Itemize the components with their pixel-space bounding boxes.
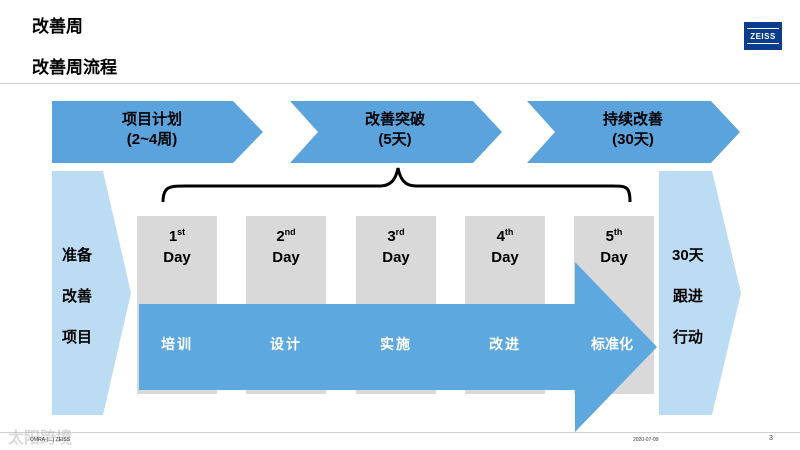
left-panel-text: 准备 改善 项目: [62, 244, 92, 347]
day-word: Day: [163, 249, 191, 266]
right-panel-line: 跟进: [672, 288, 703, 305]
day-word: Day: [382, 249, 410, 266]
day-suffix: th: [504, 227, 514, 237]
phase-arrow-1: [52, 101, 263, 163]
page-number: 3: [769, 435, 773, 442]
right-panel-line: 行动: [672, 329, 703, 346]
main-process-arrow: [139, 262, 657, 432]
day-label-1: 1st Day: [137, 222, 217, 268]
phase-name: 持续改善: [602, 111, 663, 128]
day-suffix: st: [177, 227, 186, 237]
day-label-2: 2nd Day: [246, 222, 326, 268]
footer-date: 2020-07-09: [633, 437, 659, 443]
left-panel-line: 改善: [62, 288, 93, 305]
phase-duration: (5天): [378, 131, 412, 148]
step-label-4: 改进: [489, 336, 521, 352]
step-label-3: 实施: [380, 336, 412, 352]
day-word: Day: [272, 249, 300, 266]
page-title: 改善周: [32, 17, 83, 36]
phase-arrow-2: [290, 101, 502, 163]
phase-duration: (2~4周): [126, 131, 178, 148]
day-number: 1: [168, 228, 178, 245]
day-label-4: 4th Day: [465, 222, 545, 268]
phase-name: 项目计划: [121, 111, 182, 128]
right-panel-line: 30天: [672, 247, 704, 264]
page-subtitle: 改善周流程: [32, 58, 117, 77]
zeiss-logo: ZEISS: [744, 22, 782, 50]
right-panel-text: 30天 跟进 行动: [672, 244, 704, 347]
day-suffix: nd: [284, 227, 296, 237]
step-label-5: 标准化: [591, 336, 633, 352]
step-label-1: 培训: [161, 336, 193, 352]
day-word: Day: [491, 249, 519, 266]
step-label-2: 设计: [270, 336, 302, 352]
day-word: Day: [600, 249, 628, 266]
phase-label-3: 持续改善 (30天): [553, 110, 713, 150]
phase-label-1: 项目计划 (2~4周): [72, 110, 232, 150]
watermark-text: 太阳跨境: [8, 430, 73, 447]
day-label-5: 5th Day: [574, 222, 654, 268]
phase-name: 改善突破: [364, 111, 425, 128]
left-panel-line: 项目: [62, 329, 93, 346]
phase-label-2: 改善突破 (5天): [315, 110, 475, 150]
day-number: 2: [276, 228, 285, 245]
right-side-panel: [659, 171, 741, 415]
day-number: 4: [496, 228, 505, 245]
day-suffix: rd: [395, 227, 405, 237]
day-number: 5: [605, 228, 614, 245]
day-number: 3: [387, 228, 396, 245]
days-brace: [161, 167, 632, 203]
left-panel-line: 准备: [62, 247, 93, 264]
phase-arrow-3: [527, 101, 740, 163]
header-divider: [0, 83, 800, 84]
day-label-3: 3rd Day: [356, 222, 436, 268]
footer-divider: [0, 432, 800, 433]
phase-duration: (30天): [612, 131, 654, 148]
day-suffix: th: [613, 227, 623, 237]
left-side-panel: [52, 171, 131, 415]
footer-left-text: OMRA-(...) ZEISS: [30, 437, 70, 443]
